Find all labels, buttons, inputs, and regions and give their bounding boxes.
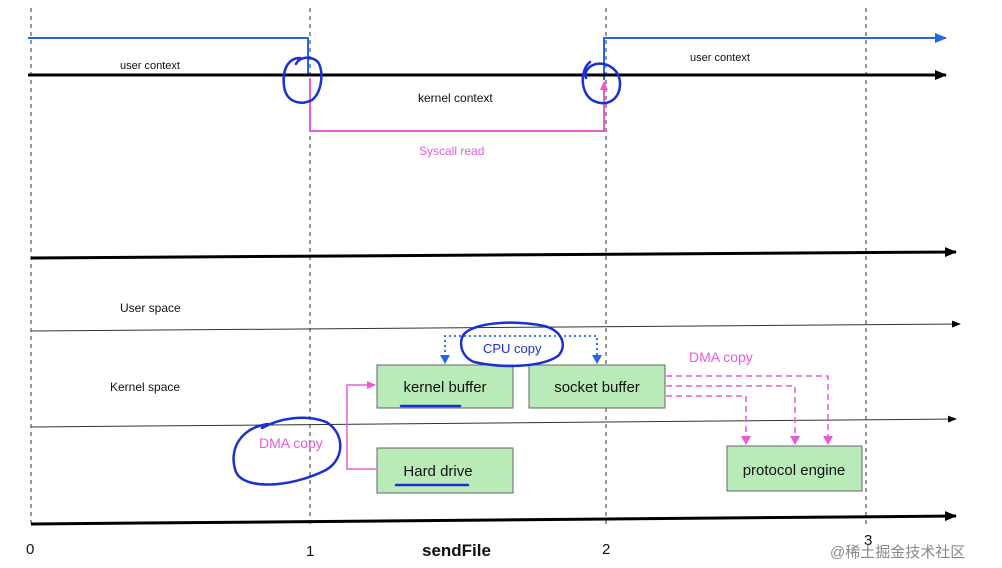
- dma-copy-left-label: DMA copy: [259, 435, 323, 451]
- user-context-right-label: user context: [690, 52, 750, 64]
- cpu-copy-circle: [459, 321, 564, 368]
- user-space-line: [30, 320, 961, 332]
- protocol-engine-label: protocol engine: [743, 462, 846, 479]
- kernel-buffer-box: kernel buffer: [376, 364, 514, 409]
- dma-copy-hd-to-kernel: [346, 381, 377, 470]
- socket-buffer-label: socket buffer: [554, 379, 640, 396]
- kernel-space-label: Kernel space: [110, 380, 180, 394]
- user-context-left-label: user context: [120, 60, 180, 72]
- watermark: @稀土掘金技术社区: [830, 544, 965, 561]
- syscall-read-label: Syscall read: [419, 144, 484, 158]
- dma-copy-top-label: DMA copy: [689, 349, 753, 365]
- dma-copy-socket-to-engine: [666, 375, 829, 442]
- kernel-context-label: kernel context: [418, 91, 493, 105]
- cpu-copy-label: CPU copy: [483, 341, 542, 356]
- syscall-bracket: [309, 78, 608, 132]
- vertical-guides: [30, 8, 867, 528]
- axis-title: sendFile: [422, 541, 491, 560]
- cpu-copy-arrowhead-right: [592, 355, 602, 364]
- user-context-line: [28, 33, 947, 80]
- socket-buffer-box: socket buffer: [528, 364, 666, 409]
- dma-copy-circle: [232, 416, 342, 486]
- user-space-label: User space: [120, 301, 181, 315]
- cpu-copy-path: [444, 335, 598, 362]
- separator-arrow: [30, 247, 957, 260]
- kernel-space-line: [30, 415, 957, 428]
- axis-tick-2: 2: [602, 541, 610, 558]
- circle-annotation-2: [581, 60, 622, 105]
- kernel-buffer-label: kernel buffer: [403, 379, 486, 396]
- time-axis: [30, 511, 957, 526]
- handwritten-annotations: [232, 56, 622, 487]
- axis-tick-3: 3: [864, 532, 872, 549]
- axis-tick-1: 1: [306, 543, 314, 560]
- protocol-engine-box: protocol engine: [726, 445, 863, 492]
- hard-drive-label: Hard drive: [403, 463, 472, 480]
- cpu-copy-arrowhead-left: [440, 355, 450, 364]
- axis-tick-0: 0: [26, 541, 34, 558]
- dma-copy-arrowheads: [741, 436, 833, 445]
- circle-annotation-1: [282, 56, 323, 104]
